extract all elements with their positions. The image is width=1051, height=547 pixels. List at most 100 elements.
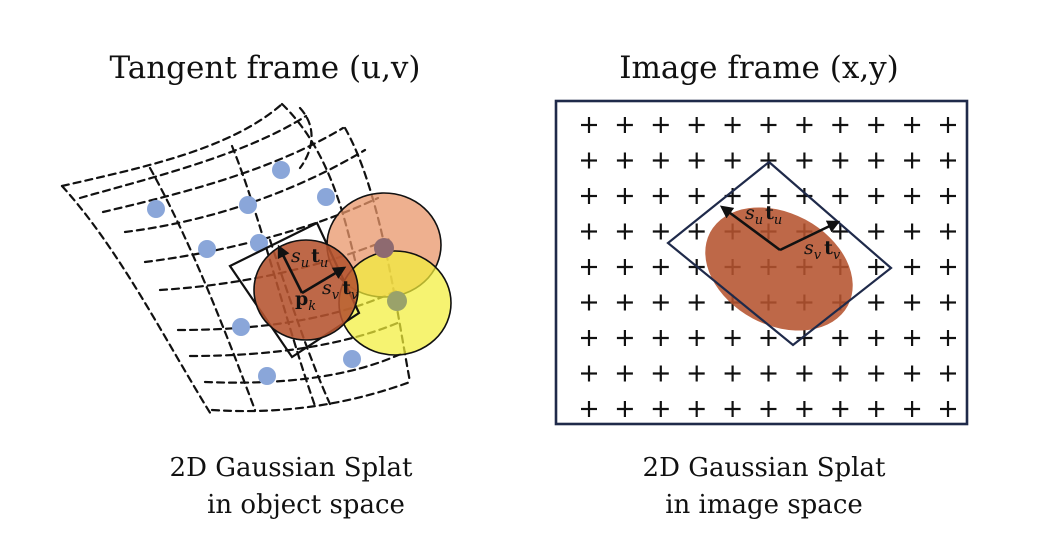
mesh-line (203, 350, 407, 384)
grid-plus-icon (724, 365, 741, 382)
grid-plus-icon (904, 117, 921, 133)
surface-point (232, 318, 250, 336)
grid-plus-icon (868, 259, 885, 275)
projected-splat (705, 207, 853, 331)
grid-plus-icon (904, 365, 921, 382)
grid-plus-icon (688, 330, 705, 346)
grid-plus-icon (581, 259, 597, 275)
grid-plus-icon (796, 330, 813, 346)
tangent-axis-u-arrow (277, 244, 304, 294)
left-caption-line2: in object space (207, 490, 405, 520)
grid-plus-icon (652, 152, 669, 169)
mesh-line (60, 102, 284, 188)
tangent-axes (277, 244, 347, 295)
grid-plus-icon (652, 294, 669, 311)
grid-plus-icon (760, 117, 777, 133)
mesh-line (60, 184, 214, 418)
surface-point (250, 234, 268, 252)
grid-plus-icon (796, 152, 813, 169)
grid-plus-icon (796, 401, 813, 417)
mesh-line (268, 238, 332, 406)
grid-plus-icon (724, 330, 741, 346)
grid-plus-icon (724, 401, 741, 417)
left-panel: Tangent frame (u,v) (60, 50, 452, 520)
grid-plus-icon (688, 401, 705, 417)
grid-plus-icon (796, 365, 813, 382)
grid-plus-icon (652, 117, 669, 133)
grid-plus-icon (616, 188, 633, 204)
grid-plus-icon (868, 330, 885, 346)
grid-plus-icon (868, 188, 885, 204)
grid-plus-icon (940, 294, 956, 311)
grid-plus-icon (688, 294, 705, 311)
grid-plus-icon (688, 152, 705, 169)
label-pk: pk (295, 288, 316, 314)
grid-plus-icon (652, 401, 669, 417)
grid-plus-icon (832, 223, 849, 240)
left-caption-line1: 2D Gaussian Splat (170, 453, 413, 483)
grid-plus-icon (868, 294, 885, 311)
grid-plus-icon (760, 365, 777, 382)
grid-plus-icon (760, 330, 777, 346)
grid-plus-icon (581, 401, 597, 417)
grid-plus-icon (904, 259, 921, 275)
grid-plus-icon (616, 401, 633, 417)
grid-plus-icon (904, 188, 921, 204)
grid-plus-icon (581, 117, 597, 133)
grid-plus-icon (940, 152, 956, 169)
grid-plus-icon (581, 223, 597, 240)
grid-plus-icon (724, 117, 741, 133)
grid-plus-icon (832, 330, 849, 346)
grid-plus-icon (581, 152, 597, 169)
grid-plus-icon (940, 330, 956, 346)
right-panel-title: Image frame (x,y) (619, 50, 899, 86)
grid-plus-icon (940, 188, 956, 204)
surface-point (198, 240, 216, 258)
grid-plus-icon (868, 152, 885, 169)
grid-plus-icon (904, 294, 921, 311)
surface-points (147, 161, 361, 385)
image-axes (719, 205, 841, 252)
mesh-line (210, 380, 412, 413)
grid-plus-icon (940, 223, 956, 240)
grid-plus-icon (616, 330, 633, 346)
mesh-line (230, 144, 317, 408)
projected-square (666, 160, 893, 347)
left-panel-title: Tangent frame (u,v) (109, 50, 420, 86)
surface-point (387, 291, 407, 311)
right-caption-line1: 2D Gaussian Splat (643, 453, 886, 483)
grid-plus-icon (832, 117, 849, 133)
grid-plus-icon (904, 152, 921, 169)
grid-plus-icon (616, 294, 633, 311)
grid-plus-icon (581, 330, 597, 346)
grid-plus-icon (688, 223, 705, 240)
grid-plus-icon (940, 117, 956, 133)
surface-point (147, 200, 165, 218)
grid-plus-icon (760, 401, 777, 417)
surface-point (239, 196, 257, 214)
mesh-line (78, 114, 308, 200)
grid-plus-icon (868, 117, 885, 133)
grid-plus-icon (616, 152, 633, 169)
grid-plus-icon (760, 188, 777, 204)
grid-plus-icon (688, 365, 705, 382)
image-axis-u-arrow (719, 205, 781, 252)
mesh-line (298, 106, 313, 170)
image-frame-border (554, 99, 969, 426)
mesh-line (148, 166, 257, 412)
grid-plus-icon (832, 365, 849, 382)
grid-plus-icon (688, 117, 705, 133)
grid-plus-icon (616, 117, 633, 133)
gaussian-splats (228, 192, 452, 359)
surface-point (317, 188, 335, 206)
grid-plus-icon (760, 152, 777, 169)
grid-plus-icon (724, 152, 741, 169)
grid-plus-icon (688, 188, 705, 204)
grid-plus-icon (616, 223, 633, 240)
grid-plus-icon (868, 365, 885, 382)
grid-plus-icon (832, 188, 849, 204)
